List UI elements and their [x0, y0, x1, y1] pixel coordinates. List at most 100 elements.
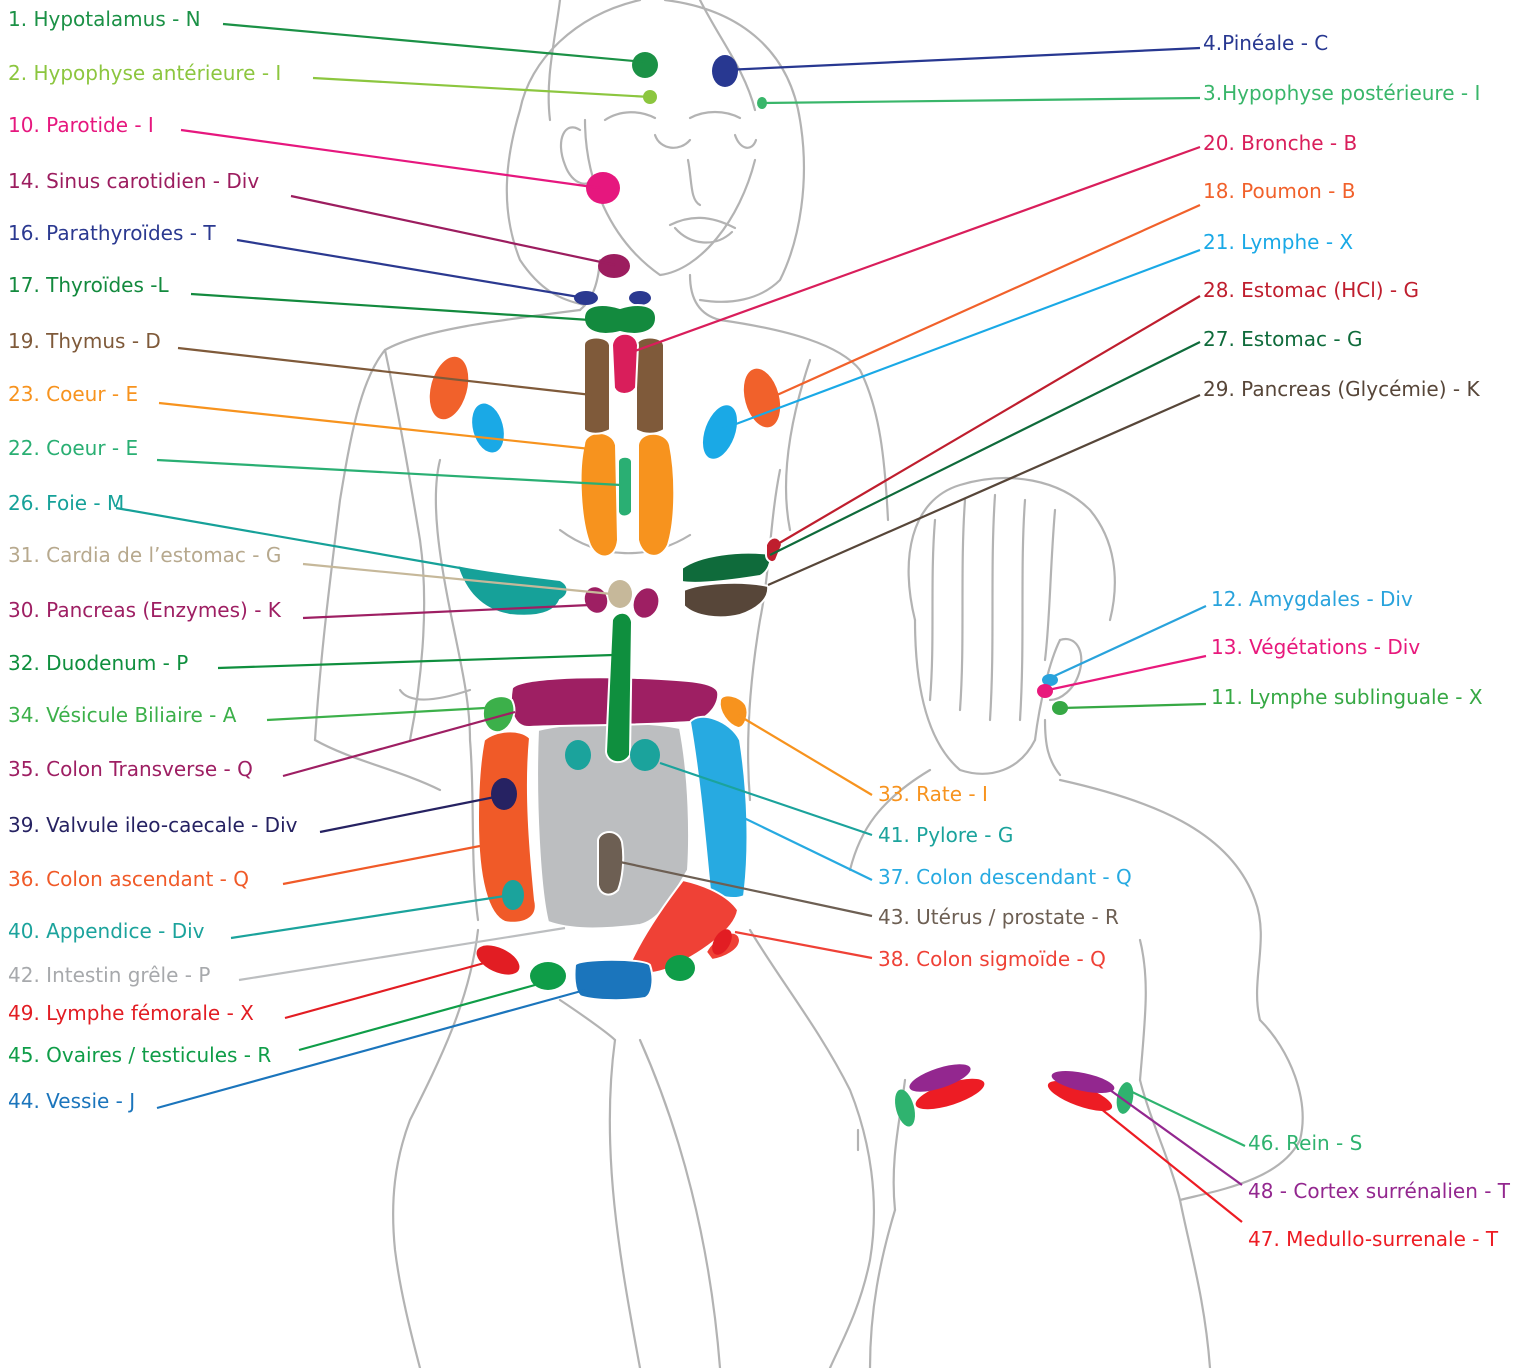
lung-shape-1 — [423, 352, 474, 423]
appendix-shape — [502, 880, 524, 910]
sigmoid-colon-label: 38. Colon sigmoïde - Q — [878, 947, 1106, 971]
hypothalamus-label: 1. Hypotalamus - N — [8, 7, 201, 31]
stomach-leader-line — [770, 342, 1200, 555]
kidney-shape-1 — [891, 1087, 918, 1128]
anterior-pituitary-label: 2. Hypophyse antérieure - I — [8, 61, 281, 85]
tonsils-label: 12. Amygdales - Div — [1211, 587, 1413, 611]
ileocecal-valve-label: 39. Valvule ileo-caecale - Div — [8, 813, 298, 837]
ascending-colon-leader-line — [283, 846, 480, 884]
thymus-label: 19. Thymus - D — [8, 329, 161, 353]
kidney-label: 46. Rein - S — [1248, 1131, 1362, 1155]
spleen-leader-line — [738, 715, 872, 795]
femoral-lymph-label: 49. Lymphe fémorale - X — [8, 1001, 254, 1025]
pancreas-glycemia-shape — [684, 583, 768, 618]
posterior-pituitary-leader-line — [762, 98, 1200, 103]
pylorus-shape-1 — [565, 740, 591, 770]
bronchus-leader-line — [632, 147, 1200, 352]
lung-label: 18. Poumon - B — [1203, 179, 1355, 203]
thyroid-label: 17. Thyroïdes -L — [8, 273, 169, 297]
leader-lines — [116, 24, 1245, 1222]
bronchus-label: 20. Bronche - B — [1203, 131, 1357, 155]
adrenal-cortex-leader-line — [1110, 1090, 1242, 1185]
lung-leader-line — [777, 205, 1200, 395]
pylorus-label: 41. Pylore - G — [878, 823, 1013, 847]
gallbladder-label: 34. Vésicule Biliaire - A — [8, 703, 237, 727]
ileocecal-valve-leader-line — [320, 796, 500, 832]
carotid-sinus-shape — [598, 254, 630, 278]
anterior-pituitary-leader-line — [313, 78, 650, 97]
adenoids-leader-line — [1048, 656, 1206, 690]
kidney-leader-line — [1128, 1090, 1245, 1146]
carotid-sinus-label: 14. Sinus carotidien - Div — [8, 169, 259, 193]
ascending-colon-label: 36. Colon ascendant - Q — [8, 867, 249, 891]
tonsils-leader-line — [1050, 606, 1206, 678]
pancreas-glycemia-label: 29. Pancreas (Glycémie) - K — [1203, 377, 1480, 401]
uterus-prostate-shape — [598, 832, 623, 895]
lymph-shape-1 — [467, 400, 509, 456]
appendix-leader-line — [231, 896, 505, 938]
pineal-label: 4.Pinéale - C — [1203, 31, 1328, 55]
ovaries-testicles-label: 45. Ovaires / testicules - R — [8, 1043, 271, 1067]
sigmoid-colon-leader-line — [735, 932, 872, 958]
ovaries-testicles-shape-2 — [665, 955, 695, 981]
heart-22-leader-line — [157, 460, 621, 485]
kidney-shape-2 — [1114, 1081, 1135, 1115]
ileocecal-valve-shape — [491, 778, 517, 810]
cardia-label: 31. Cardia de l’estomac - G — [8, 543, 281, 567]
parathyroid-leader-line — [237, 240, 585, 298]
appendix-label: 40. Appendice - Div — [8, 919, 205, 943]
pineal-leader-line — [725, 48, 1200, 70]
thyroid-leader-line — [191, 294, 590, 320]
carotid-sinus-leader-line — [291, 196, 615, 265]
stomach-hcl-leader-line — [776, 296, 1200, 545]
adrenal-medulla-label: 47. Medullo-surrenale - T — [1248, 1227, 1499, 1251]
duodenum-shape — [606, 613, 632, 762]
stomach-shape — [682, 553, 771, 583]
descending-colon-leader-line — [744, 818, 872, 880]
duodenum-leader-line — [218, 655, 613, 668]
bronchus-shape — [612, 334, 638, 394]
pancreas-enzymes-label: 30. Pancreas (Enzymes) - K — [8, 598, 282, 622]
gallbladder-leader-line — [267, 708, 485, 720]
lymph-shape-2 — [696, 401, 743, 464]
descending-colon-label: 37. Colon descendant - Q — [878, 865, 1132, 889]
adrenal-cortex-label: 48 - Cortex surrénalien - T — [1248, 1179, 1511, 1203]
uterus-prostate-label: 43. Utérus / prostate - R — [878, 905, 1119, 929]
stomach-label: 27. Estomac - G — [1203, 327, 1362, 351]
posterior-pituitary-label: 3.Hypophyse postérieure - I — [1203, 81, 1480, 105]
pancreas-enzymes-shape-2 — [630, 585, 663, 621]
ovaries-testicles-leader-line — [299, 985, 535, 1050]
sublingual-lymph-label: 11. Lymphe sublinguale - X — [1211, 685, 1483, 709]
adrenal-medulla-leader-line — [1100, 1108, 1242, 1222]
adenoids-label: 13. Végétations - Div — [1211, 635, 1420, 659]
parathyroid-shape-1 — [574, 291, 598, 305]
hypothalamus-shape — [632, 52, 658, 78]
stomach-hcl-label: 28. Estomac (HCl) - G — [1203, 278, 1419, 302]
liver-label: 26. Foie - M — [8, 491, 124, 515]
duodenum-label: 32. Duodenum - P — [8, 651, 188, 675]
femoral-lymph-shape-1 — [472, 939, 524, 980]
heart-22-label: 22. Coeur - E — [8, 436, 138, 460]
heart-23-label: 23. Coeur - E — [8, 382, 138, 406]
parotid-shape — [586, 172, 620, 204]
thyroid-shape — [584, 305, 656, 334]
parathyroid-shape-2 — [629, 291, 651, 305]
pineal-shape — [712, 55, 738, 87]
point-labels: 1. Hypotalamus - N 2. Hypophyse antérieur… — [8, 7, 1511, 1251]
adenoids-shape — [1037, 684, 1053, 698]
hypothalamus-leader-line — [223, 24, 645, 62]
pancreas-enzymes-shape-1 — [581, 584, 611, 616]
transverse-colon-label: 35. Colon Transverse - Q — [8, 757, 253, 781]
descending-colon-shape — [690, 717, 747, 898]
femoral-lymph-leader-line — [285, 962, 488, 1018]
parathyroid-label: 16. Parathyroïdes - T — [8, 221, 216, 245]
pylorus-leader-line — [660, 763, 872, 835]
bladder-shape — [575, 960, 653, 1000]
lymph-label: 21. Lymphe - X — [1203, 230, 1353, 254]
pylorus-shape-2 — [630, 739, 660, 771]
lymph-leader-line — [720, 250, 1200, 430]
sublingual-lymph-leader-line — [1062, 704, 1206, 708]
ovaries-testicles-shape-1 — [530, 962, 566, 990]
